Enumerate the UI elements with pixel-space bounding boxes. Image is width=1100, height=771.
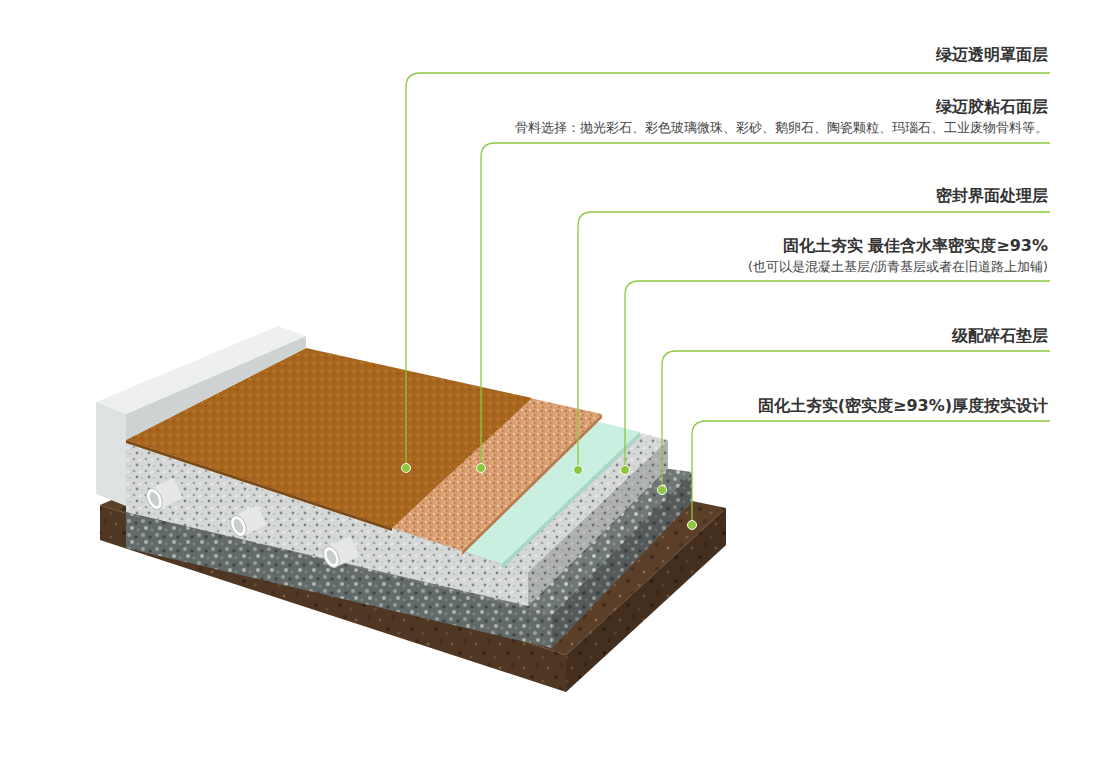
layer-label: 固化土夯实(密实度≥93%)厚度按实设计 — [758, 396, 1048, 417]
layer-label: 密封界面处理层 — [936, 186, 1048, 207]
layer-note: 骨料选择：抛光彩石、彩色玻璃微珠、彩砂、鹅卵石、陶瓷颗粒、玛瑙石、工业废物骨料等… — [515, 120, 1048, 137]
layer-note: (也可以是混凝土基层/沥青基层或者在旧道路上加铺) — [748, 259, 1048, 276]
layer-label: 绿迈胶粘石面层 — [936, 97, 1048, 118]
layer-label: 固化土夯实 最佳含水率密实度≥93% — [783, 236, 1048, 257]
layer-label: 级配碎石垫层 — [952, 326, 1048, 347]
layer-label: 绿迈透明罩面层 — [936, 45, 1048, 66]
